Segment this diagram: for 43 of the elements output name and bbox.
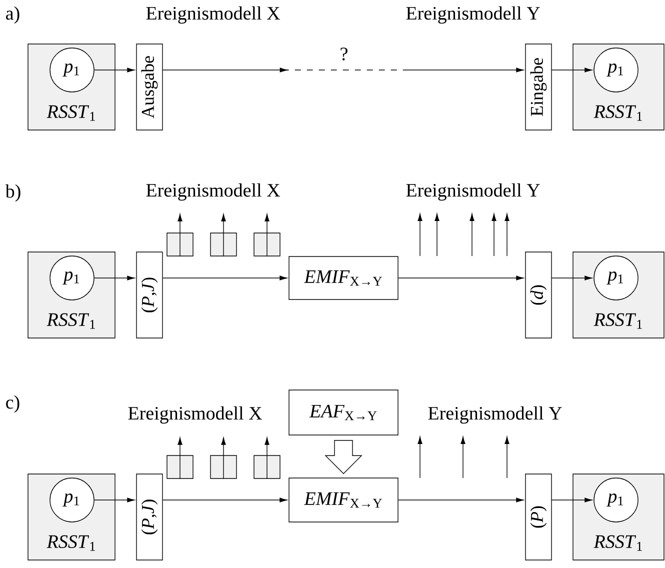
arrow <box>94 276 135 280</box>
small-box <box>210 232 237 256</box>
arrow <box>178 214 182 257</box>
port-box: (P,J) <box>136 474 163 560</box>
function-box: EMIF$_{X→Y}$ <box>288 256 398 300</box>
arrow <box>398 498 524 502</box>
panel-label: b) <box>5 184 20 202</box>
function-box: EAF$_{X→Y}$ <box>288 390 398 436</box>
arrow <box>398 276 524 280</box>
arrow <box>221 437 226 480</box>
port-box: (d) <box>525 252 552 338</box>
arrow <box>264 214 270 257</box>
arrow <box>552 276 592 280</box>
arrow <box>94 498 135 502</box>
small-box <box>210 455 237 479</box>
block-arrow <box>324 440 362 474</box>
arrow <box>162 276 288 280</box>
small-box <box>166 455 194 479</box>
edge-label: ? <box>338 46 350 62</box>
panel-label: a) <box>6 6 20 24</box>
arrow <box>221 214 226 257</box>
arrow <box>178 437 182 480</box>
model-heading: Ereignismodell Y <box>406 183 540 201</box>
arrow <box>94 68 135 72</box>
model-heading: Ereignismodell Y <box>406 6 540 24</box>
arrow <box>552 498 592 502</box>
arrow <box>162 498 288 502</box>
port-box: (P,J) <box>136 252 163 338</box>
port-box: Ausgabe <box>136 44 163 130</box>
arrow <box>552 68 592 72</box>
model-heading: Ereignismodell X <box>128 406 262 424</box>
function-box: EMIF$_{X→Y}$ <box>288 478 398 522</box>
arrow <box>264 437 270 480</box>
port-box: Eingabe <box>525 44 552 130</box>
arrow <box>162 68 524 72</box>
small-box <box>254 455 280 479</box>
model-heading: Ereignismodell Y <box>428 406 562 424</box>
port-box: (P) <box>525 474 552 560</box>
small-box <box>254 232 280 256</box>
small-box <box>166 232 194 256</box>
panel-label: c) <box>6 395 20 413</box>
model-heading: Ereignismodell X <box>146 183 280 201</box>
model-heading: Ereignismodell X <box>146 6 280 24</box>
